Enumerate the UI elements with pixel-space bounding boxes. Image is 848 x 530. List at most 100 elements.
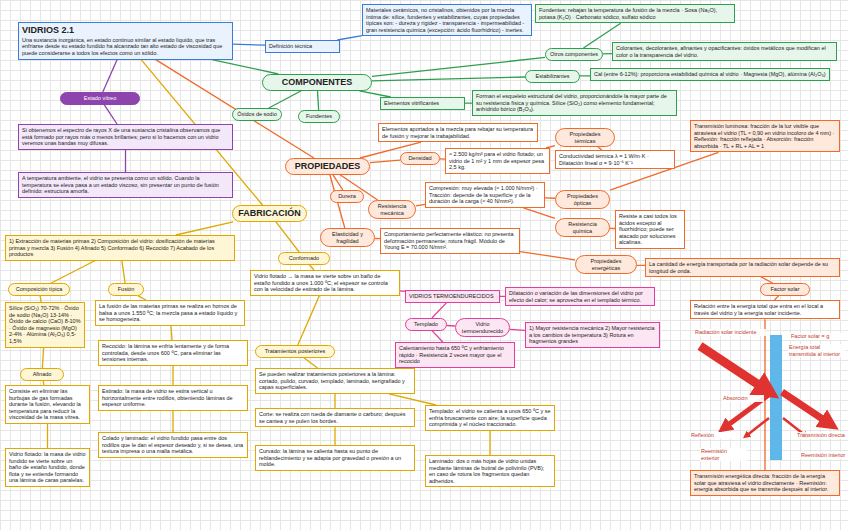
node-text: Elementos aportados a la mezcla para reb… (382, 126, 534, 139)
node-text: La fusión de las materias primas se real… (99, 303, 241, 323)
node-text: VIDRIOS 2.1 (22, 25, 229, 36)
mind-map-node: Elasticidad y fragilidad (320, 228, 375, 247)
connector-line (334, 394, 335, 408)
node-text: Transmisión luminosa: fracción de la luz… (694, 123, 836, 149)
mind-map-node: Consiste en eliminar las burbujas de gas… (5, 385, 90, 424)
node-text: Factor solar (765, 286, 805, 293)
connector-line (212, 60, 278, 74)
node-text: Dilatación o variación de las dimensione… (509, 290, 651, 303)
node-text: Afinado (25, 371, 59, 378)
node-text: Materiales cerámicos, no cristalinos, ob… (366, 7, 528, 33)
mind-map-node: COMPONENTES (262, 74, 372, 91)
node-text: Consiste en eliminar las burbujas de gas… (9, 388, 86, 421)
annotation-label: Energía total transmitida al interior (788, 344, 845, 357)
connector-line (172, 366, 173, 385)
connector-line (103, 60, 117, 92)
node-text: Laminado: dos o más hojas de vidrio unid… (429, 458, 551, 484)
mind-map-node: Propiedades energéticas (575, 255, 637, 274)
mind-map-node: Templado (405, 318, 447, 331)
connector-line (489, 431, 490, 455)
mind-map-node: Óxidos de sodio (232, 108, 282, 121)
mind-map-node: Relación entre la energía total que entr… (690, 300, 840, 319)
mind-map-node: Materiales cerámicos, no cristalinos, ob… (362, 4, 532, 36)
mind-map-node: Colorantes, decolorantes, afinantes y op… (612, 42, 837, 61)
node-text: Fundentes: rebajan la temperatura de fus… (539, 7, 731, 20)
node-text: Elasticidad y fragilidad (325, 231, 370, 244)
connector-line (637, 265, 645, 266)
mind-map-node: Conductividad térmica λ = 1 W/m·K · Dila… (555, 150, 675, 169)
node-text: Resistencia mecánica (373, 203, 411, 216)
mind-map-node: VIDRIOS TERMOENDURECIDOS (405, 290, 500, 303)
connector-line (432, 303, 447, 318)
connector-line (104, 105, 117, 124)
annotation-label: Radiación solar incidente (694, 329, 766, 336)
node-text: La cantidad de energía transportada por … (649, 261, 836, 274)
mind-map-node: Dilatación o variación de las dimensione… (505, 287, 655, 306)
node-text: Fusión (113, 286, 139, 293)
mind-map-node: Dureza (330, 190, 364, 203)
connector-line (370, 160, 400, 163)
node-text: Vidrio flotado: la masa de vidrio fundid… (9, 451, 86, 484)
connector-line (523, 208, 555, 219)
node-text: Fundentes (303, 113, 335, 120)
node-text: Propiedades energéticas (580, 258, 632, 271)
node-text: Elementos vitrificantes (384, 100, 461, 107)
annotation-label: Reemisión interior (800, 452, 847, 459)
mind-map-node: Estabilizantes (525, 70, 580, 83)
connector-line (337, 36, 362, 40)
mind-map-node: Resiste a casi todos los ácidos excepto … (615, 210, 685, 249)
node-text: Templado: el vidrio se calienta a unos 6… (429, 408, 551, 428)
annotation-label: Transmisión directa (796, 432, 848, 439)
node-text: Transmisión energética directa: fracción… (694, 473, 836, 493)
node-text: Propiedades ópticas (560, 193, 605, 206)
node-text: Colado y laminado: el vidrio fundido pas… (102, 435, 244, 455)
mind-map-node: Definición técnica (265, 40, 340, 53)
mind-map-node: Se pueden realizar tratamientos posterio… (255, 368, 415, 394)
node-text: Relación entre la energía total que entr… (694, 303, 836, 316)
node-text: Conformado (283, 255, 325, 262)
node-text: Corte: se realiza con rueda de diamante … (259, 411, 411, 424)
mind-map-node: Si obtenemos el espectro de rayos X de u… (18, 124, 233, 150)
node-text: Compresión: muy elevada (≈ 1.000 N/mm²) … (429, 185, 541, 205)
connector-line (389, 394, 436, 405)
connector-line (520, 252, 575, 260)
node-text: Dureza (335, 193, 359, 200)
connector-line (317, 91, 318, 110)
mind-map-node: La cantidad de energía transportada por … (645, 258, 840, 277)
mind-map-node: Resistencia mecánica (368, 200, 416, 219)
mind-map-node: Fusión (108, 283, 144, 296)
node-text: Otros componentes (550, 51, 598, 58)
node-text: Definición técnica (269, 43, 336, 50)
connector-line (416, 204, 425, 205)
mind-map-node: Vidrio flotado: la masa de vidrio fundid… (5, 448, 90, 487)
node-text: 1) Mayor resistencia mecánica 2) Mayor r… (529, 325, 656, 345)
mind-map-node: Tratamientos posteriores (255, 345, 335, 358)
mind-map-node: Corte: se realiza con rueda de diamante … (255, 408, 415, 427)
connector-line (372, 77, 525, 81)
node-text: Vidrio flotado → la masa se vierte sobre… (254, 273, 396, 293)
mind-map-node: Composición típica (8, 283, 70, 296)
mind-map-node: Afinado (20, 368, 64, 381)
mind-map-node: 1) Mayor resistencia mecánica 2) Mayor r… (525, 322, 660, 348)
connector-line (580, 75, 590, 76)
annotation-label: Reflexión (690, 432, 732, 439)
node-text: COMPONENTES (267, 77, 367, 88)
node-text: PROPIEDADES (290, 161, 365, 172)
mind-map-node: Vidrio termoendurecido (455, 318, 510, 337)
reemission-out-arrow (746, 418, 769, 436)
node-text: A temperatura ambiente, el vidrio se pre… (22, 175, 229, 195)
node-text: Si obtenemos el espectro de rayos X de u… (22, 127, 229, 147)
mind-map-node: La fusión de las materias primas se real… (95, 300, 245, 326)
connector-line (603, 53, 612, 54)
mind-map-node: Comportamiento perfectamente elástico: n… (380, 228, 520, 254)
connector-line (125, 150, 126, 172)
node-text: Resiste a casi todos los ácidos excepto … (619, 213, 681, 246)
node-text: Estirado: la masa de vidrio se estira ve… (102, 388, 244, 408)
connector-line (42, 348, 43, 368)
node-text: Resistencia química (560, 221, 605, 234)
mind-map-node: Recocido: la lámina se enfría lentamente… (98, 340, 248, 366)
mind-map-node: Elementos vitrificantes (380, 97, 465, 110)
mind-map-node: Fundentes: rebajan la temperatura de fus… (535, 4, 735, 23)
mind-map-node: Sílice (SiO₂) 70-72% · Óxido de sodio (N… (5, 302, 85, 348)
node-text: Templado (410, 321, 442, 328)
